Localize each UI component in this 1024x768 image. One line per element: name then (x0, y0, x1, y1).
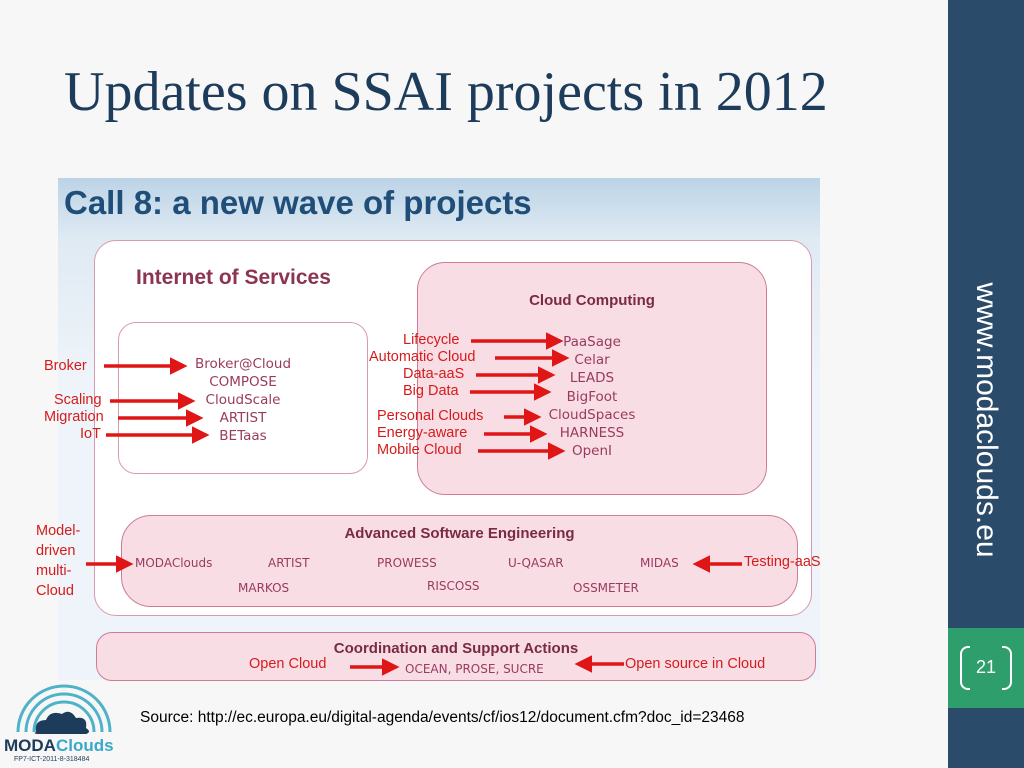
slide-title: Updates on SSAI projects in 2012 (64, 61, 828, 123)
cc-project: BigFoot (566, 389, 618, 405)
annotation-model-driven-line: multi- (36, 563, 72, 579)
source-citation: Source: http://ec.europa.eu/digital-agen… (140, 709, 745, 726)
page-number: 21 (975, 657, 997, 677)
annotation-data-aas: Data-aaS (403, 366, 465, 382)
advanced-software-engineering-label: Advanced Software Engineering (344, 525, 575, 542)
annotation-migration: Migration (44, 409, 104, 425)
ios-project: ARTIST (219, 410, 267, 426)
annotation-open-cloud: Open Cloud (249, 656, 327, 672)
ase-project: ARTIST (268, 556, 310, 570)
cc-project: Celar (574, 352, 610, 368)
ios-project: COMPOSE (209, 374, 277, 390)
cc-project: PaaSage (563, 334, 621, 350)
logo-name-part1: MODA (4, 736, 56, 755)
internet-of-services-label: Internet of Services (136, 266, 331, 289)
ase-project: PROWESS (377, 556, 437, 570)
annotation-scaling: Scaling (54, 392, 102, 408)
figure-heading: Call 8: a new wave of projects (64, 184, 532, 221)
advanced-software-engineering-box (121, 515, 798, 607)
annotation-model-driven: Model- driven multi- Cloud (36, 521, 80, 601)
ase-project: U-QASAR (508, 556, 564, 570)
cloud-computing-label: Cloud Computing (529, 292, 655, 309)
ios-project: Broker@Cloud (194, 356, 292, 372)
annotation-mobile-cloud: Mobile Cloud (377, 442, 462, 458)
csa-projects: OCEAN, PROSE, SUCRE (405, 662, 544, 676)
cc-project: HARNESS (559, 425, 625, 441)
modaclouds-logo-icon (16, 684, 112, 734)
ios-project: CloudScale (205, 392, 281, 408)
cc-project: OpenI (571, 443, 613, 459)
annotation-model-driven-line: driven (36, 543, 76, 559)
annotation-big-data: Big Data (403, 383, 459, 399)
annotation-testing-aas: Testing-aaS (744, 554, 821, 570)
annotation-iot: IoT (80, 426, 101, 442)
cc-project: CloudSpaces (548, 407, 636, 423)
logo-grant-number: FP7-ICT-2011-8-318484 (14, 756, 90, 763)
annotation-automatic-cloud: Automatic Cloud (369, 349, 476, 365)
coordination-support-label: Coordination and Support Actions (333, 640, 579, 657)
left-bracket-icon (960, 646, 970, 690)
annotation-model-driven-line: Model- (36, 523, 81, 539)
annotation-lifecycle: Lifecycle (403, 332, 460, 348)
annotation-energy-aware: Energy-aware (377, 425, 468, 441)
annotation-model-driven-line: Cloud (36, 583, 74, 599)
annotation-broker: Broker (44, 358, 87, 374)
ase-project: MODAClouds (135, 556, 213, 570)
ase-project: MARKOS (238, 581, 290, 595)
annotation-personal-clouds: Personal Clouds (377, 408, 484, 424)
ase-project: MIDAS (640, 556, 679, 570)
cc-project: LEADS (569, 370, 615, 386)
logo-name-part2: Clouds (55, 736, 114, 755)
annotation-open-source: Open source in Cloud (625, 656, 766, 672)
coordination-support-box (96, 632, 816, 681)
ios-projects-box (118, 322, 368, 474)
right-bracket-icon (1002, 646, 1012, 690)
ase-project: OSSMETER (573, 581, 639, 595)
ase-project: RISCOSS (427, 579, 480, 593)
page-number-box: 21 (948, 628, 1024, 708)
logo-name: MODAClouds (4, 736, 114, 756)
cloud-computing-box (417, 262, 767, 495)
ios-project: BETaas (219, 428, 267, 444)
